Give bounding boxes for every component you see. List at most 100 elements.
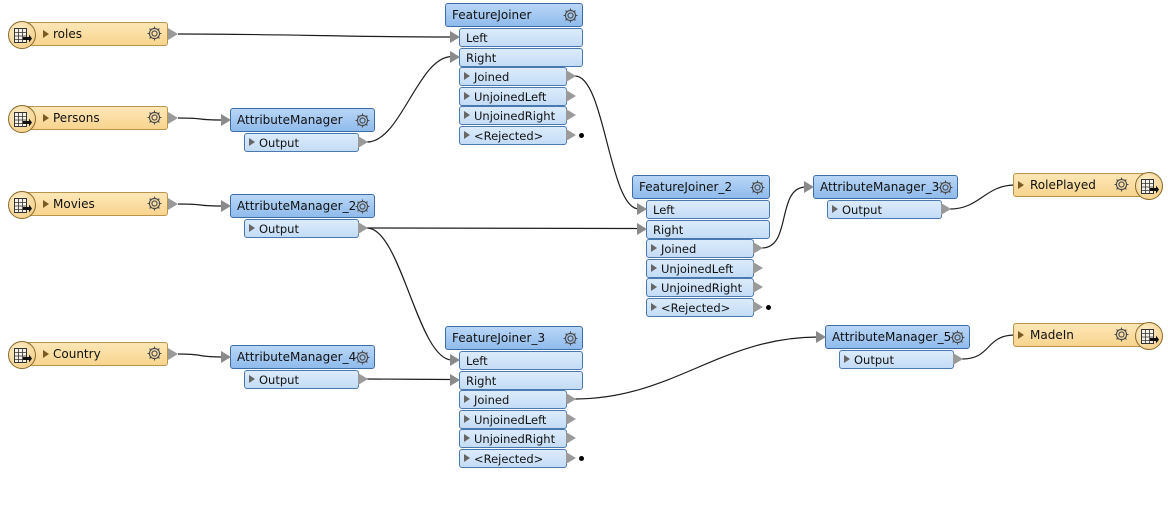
expand-icon[interactable]: [651, 283, 657, 291]
input-port-icon[interactable]: [450, 373, 460, 386]
gear-icon[interactable]: [146, 25, 163, 45]
expand-icon[interactable]: [1018, 331, 1024, 339]
transformer-header[interactable]: AttributeManager_5: [825, 325, 970, 349]
input-port-left[interactable]: Left: [459, 351, 583, 370]
input-port-right[interactable]: Right: [459, 370, 583, 390]
input-port-icon[interactable]: [804, 181, 814, 193]
gear-icon[interactable]: [354, 112, 371, 129]
output-port-unjoinedright[interactable]: UnjoinedRight: [459, 429, 567, 448]
transformer-header[interactable]: AttributeManager_3: [813, 175, 958, 199]
connection-am3-Output-to-roleplayed[interactable]: [949, 184, 1016, 210]
writer-roleplayed[interactable]: RolePlayed: [1013, 172, 1165, 200]
gear-icon[interactable]: [937, 179, 954, 196]
gear-icon[interactable]: [562, 7, 579, 24]
gear-icon[interactable]: [562, 330, 579, 347]
output-port-output[interactable]: Output: [244, 370, 359, 389]
transformer-header[interactable]: FeatureJoiner_2: [632, 175, 770, 199]
expand-icon[interactable]: [464, 91, 470, 100]
input-port-icon[interactable]: [450, 31, 460, 43]
input-port-icon[interactable]: [450, 50, 460, 63]
output-port-output[interactable]: Output: [244, 219, 359, 238]
output-port-unjoinedright[interactable]: UnjoinedRight: [646, 278, 754, 297]
transformer-header[interactable]: AttributeManager_2: [230, 194, 375, 218]
output-port-icon[interactable]: [358, 222, 368, 234]
connection-country-to-am4[interactable]: [177, 353, 224, 358]
output-port-icon[interactable]: [168, 348, 178, 360]
output-port-rejected[interactable]: <Rejected>: [646, 297, 754, 317]
input-port-left[interactable]: Left: [459, 28, 583, 47]
gear-icon[interactable]: [146, 109, 163, 129]
output-port-icon[interactable]: [168, 28, 178, 40]
output-port-icon[interactable]: [566, 70, 576, 82]
connection-roles-to-fj1-Left[interactable]: [177, 33, 453, 38]
expand-icon[interactable]: [1018, 181, 1024, 189]
expand-icon[interactable]: [249, 138, 255, 146]
transformer-header[interactable]: AttributeManager_4: [230, 345, 375, 369]
output-port-joined[interactable]: Joined: [459, 390, 567, 409]
input-port-icon[interactable]: [450, 354, 460, 366]
connection-am4-Output-to-fj3-Right[interactable]: [366, 378, 453, 381]
output-port-icon[interactable]: [753, 281, 763, 293]
reader-persons[interactable]: Persons: [8, 105, 182, 133]
expand-icon[interactable]: [43, 200, 49, 208]
output-port-icon[interactable]: [753, 261, 763, 274]
expand-icon[interactable]: [464, 130, 470, 139]
output-port-rejected[interactable]: <Rejected>: [459, 125, 567, 145]
output-port-unjoinedleft[interactable]: UnjoinedLeft: [646, 258, 754, 278]
gear-icon[interactable]: [146, 195, 163, 215]
gear-icon[interactable]: [146, 345, 163, 365]
output-port-joined[interactable]: Joined: [646, 239, 754, 258]
expand-icon[interactable]: [249, 224, 255, 232]
connection-am1-Output-to-fj1-Right[interactable]: [366, 55, 453, 143]
output-port-joined[interactable]: Joined: [459, 67, 567, 86]
reader-country[interactable]: Country: [8, 341, 182, 369]
output-port-icon[interactable]: [358, 136, 368, 148]
output-port-icon[interactable]: [566, 89, 576, 102]
connection-movies-to-am2[interactable]: [177, 203, 224, 207]
output-port-icon[interactable]: [941, 203, 951, 215]
transformer-header[interactable]: AttributeManager: [230, 108, 375, 132]
expand-icon[interactable]: [43, 30, 49, 38]
expand-icon[interactable]: [844, 355, 850, 363]
expand-icon[interactable]: [43, 350, 49, 358]
output-port-icon[interactable]: [358, 373, 368, 385]
output-port-unjoinedright[interactable]: UnjoinedRight: [459, 106, 567, 125]
expand-icon[interactable]: [832, 205, 838, 213]
reader-movies[interactable]: Movies: [8, 191, 182, 219]
input-port-right[interactable]: Right: [459, 47, 583, 67]
gear-icon[interactable]: [1113, 326, 1130, 346]
output-port-unjoinedleft[interactable]: UnjoinedLeft: [459, 86, 567, 106]
output-port-icon[interactable]: [168, 198, 178, 210]
output-port-icon[interactable]: [566, 432, 576, 444]
output-port-icon[interactable]: [566, 128, 576, 141]
connection-am2-Output-to-fj2-Right[interactable]: [366, 227, 640, 230]
expand-icon[interactable]: [464, 453, 470, 462]
output-port-icon[interactable]: [566, 412, 576, 425]
input-port-icon[interactable]: [221, 114, 231, 126]
expand-icon[interactable]: [464, 72, 470, 80]
transformer-header[interactable]: FeatureJoiner: [445, 3, 583, 27]
expand-icon[interactable]: [464, 111, 470, 119]
input-port-right[interactable]: Right: [646, 219, 770, 239]
input-port-icon[interactable]: [816, 331, 826, 343]
output-port-icon[interactable]: [566, 451, 576, 464]
expand-icon[interactable]: [651, 244, 657, 252]
gear-icon[interactable]: [354, 349, 371, 366]
input-port-icon[interactable]: [637, 222, 647, 235]
output-port-output[interactable]: Output: [244, 133, 359, 152]
connection-fj3-Joined-to-am5[interactable]: [574, 336, 819, 400]
input-port-icon[interactable]: [221, 200, 231, 212]
input-port-icon[interactable]: [221, 351, 231, 363]
connection-fj1-Joined-to-fj2-Left[interactable]: [574, 75, 640, 210]
output-port-output[interactable]: Output: [827, 200, 942, 219]
output-port-icon[interactable]: [566, 109, 576, 121]
gear-icon[interactable]: [749, 179, 766, 196]
connection-persons-to-am1[interactable]: [177, 117, 224, 121]
output-port-icon[interactable]: [753, 242, 763, 254]
writer-body[interactable]: [1013, 173, 1151, 197]
